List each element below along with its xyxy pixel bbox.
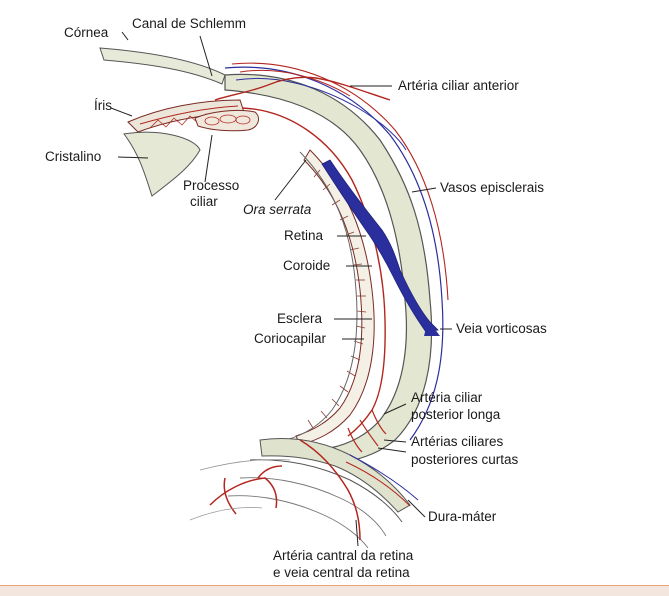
central-retinal-vessels: [209, 439, 361, 541]
label-retina: Retina: [284, 228, 324, 243]
retina-layer: [285, 151, 358, 441]
lower-left-outlines: [189, 459, 291, 521]
label-ora-serrata: Ora serrata: [243, 202, 312, 217]
ciliary-process-shape: [194, 109, 259, 132]
long-posterior-ciliary-artery: [241, 107, 386, 437]
short-posterior-ciliary-arteries: [347, 409, 387, 453]
label-cristalino: Cristalino: [45, 149, 101, 164]
label-processo-ciliar-2: ciliar: [190, 194, 218, 209]
label-arteria-central-2: e veia central da retina: [273, 565, 410, 580]
lens-shape: [123, 131, 201, 197]
label-schlemm-canal: Canal de Schlemm: [132, 16, 246, 31]
label-coriocapilar: Coriocapilar: [254, 331, 327, 346]
label-dura-mater: Dura-máter: [428, 509, 497, 524]
anterior-ciliary-artery: [214, 76, 391, 101]
label-arteria-ciliar-anterior: Artéria ciliar anterior: [398, 78, 519, 93]
label-coroide: Coroide: [283, 258, 330, 273]
label-processo-ciliar-1: Processo: [183, 178, 239, 193]
choroid-layer: [295, 149, 375, 446]
leader-lines: [110, 31, 452, 547]
label-iris: Íris: [94, 98, 112, 113]
label-vasos-episclerais: Vasos episclerais: [440, 180, 544, 195]
label-posterior-longa-2: posterior longa: [411, 407, 501, 422]
optic-nerve-region: [227, 438, 419, 549]
label-esclera: Esclera: [277, 311, 323, 326]
episcleral-vessels: [224, 62, 449, 441]
cornea-shape: [99, 47, 226, 85]
label-posteriores-curtas-2: posteriores curtas: [411, 452, 519, 467]
label-posterior-longa-1: Artéria ciliar: [411, 390, 483, 405]
label-posteriores-curtas-1: Artérias ciliares: [411, 434, 504, 449]
label-arteria-central-1: Artéria cantral da retina: [273, 548, 414, 563]
label-veia-vorticosas: Veia vorticosas: [456, 321, 547, 336]
label-cornea: Córnea: [64, 25, 109, 40]
bottom-rule: [0, 585, 669, 596]
